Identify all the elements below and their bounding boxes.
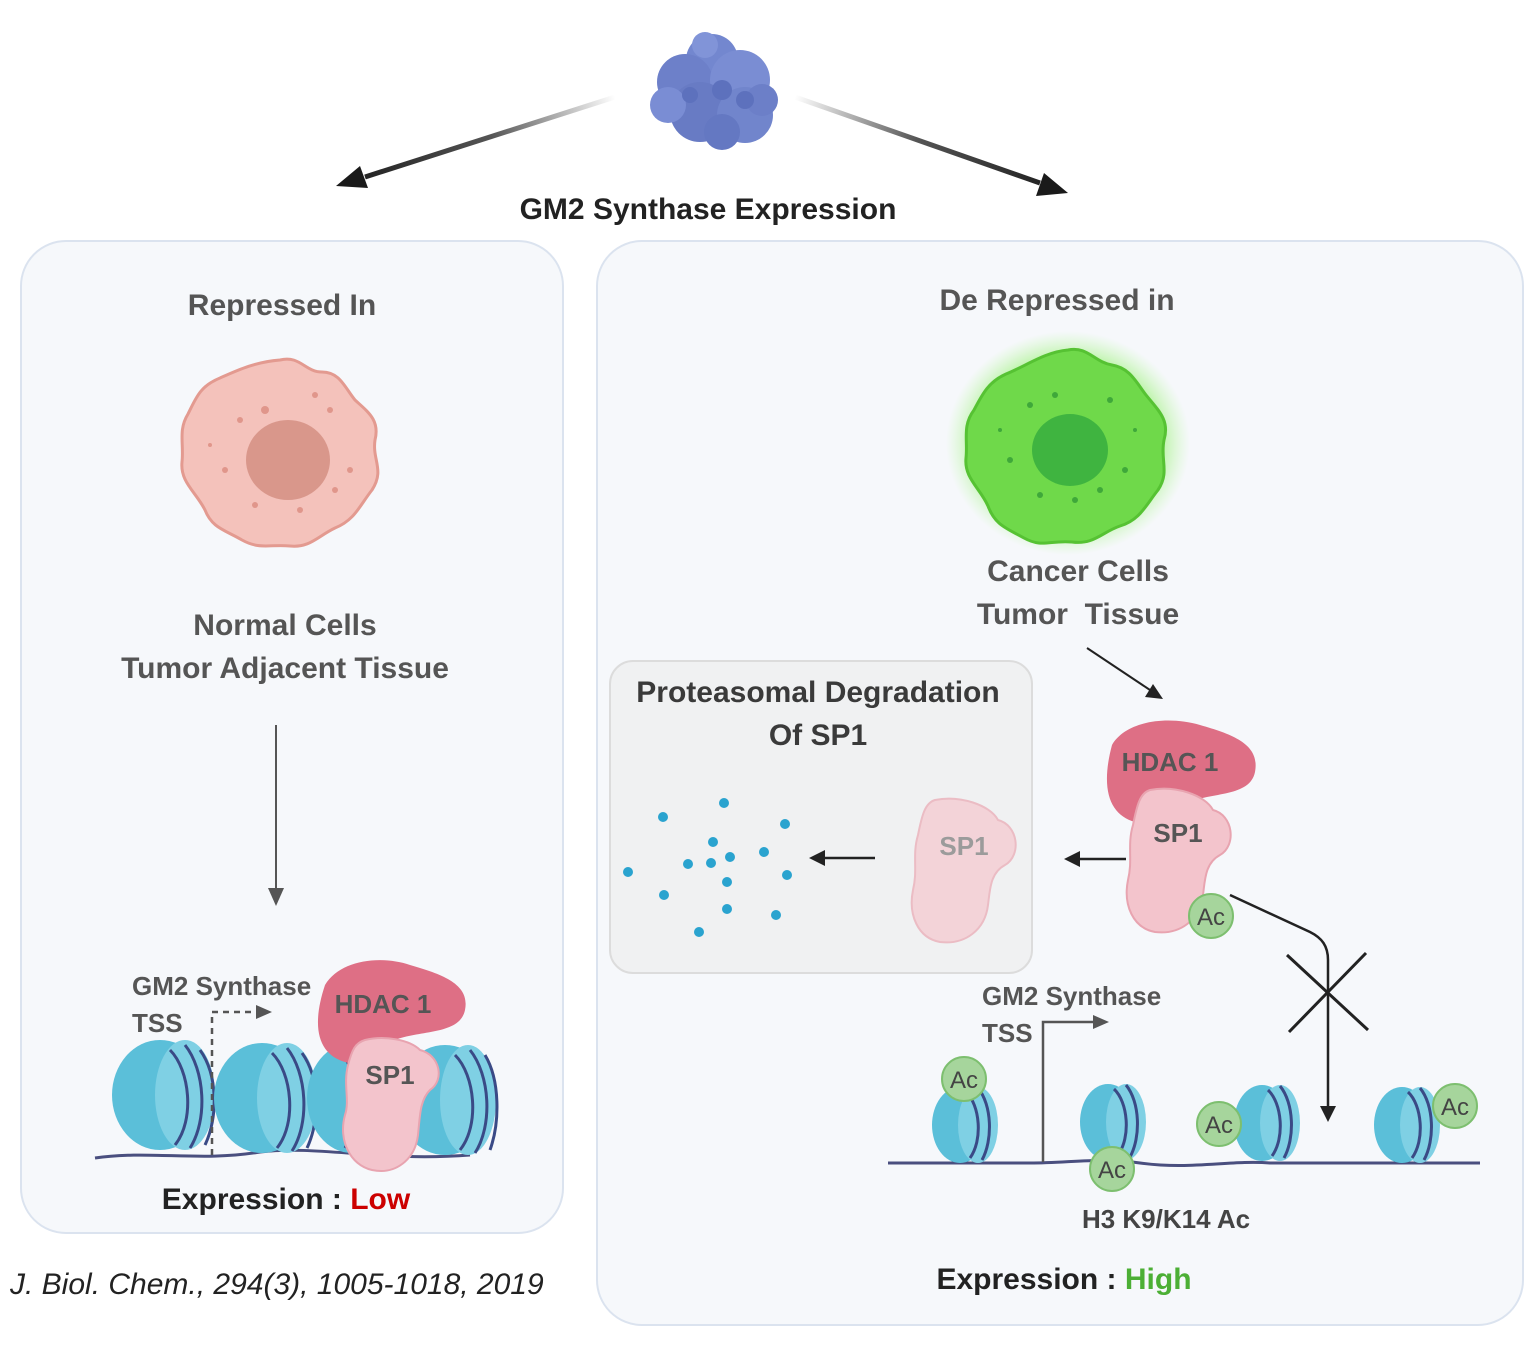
degradation-box-title: Proteasomal Degradation Of SP1 [636,672,999,757]
arrow-down-left [268,725,284,906]
right-cell-label-line1: Cancer Cells [987,555,1169,588]
citation: J. Biol. Chem., 294(3), 1005-1018, 2019 [10,1268,544,1301]
acetyl-label-1: Ac [950,1067,978,1094]
left-expression: Expression : Low [162,1185,410,1215]
right-tss-label: GM2 Synthase TSS [982,978,1161,1052]
acetyl-badge-4 [1432,1083,1478,1129]
left-hdac1-protein [317,960,466,1064]
left-tss-label: GM2 Synthase TSS [132,968,311,1042]
right-cell-label: Cancer Cells Tumor Tissue [977,551,1179,636]
left-nucleosome-1 [112,1040,216,1150]
degradation-title-line2: Of SP1 [768,718,868,752]
acetyl-badge-3 [1196,1101,1242,1147]
right-expression: Expression : High [936,1265,1191,1295]
left-nucleosome-2 [214,1043,318,1153]
left-cell-label-line2: Tumor Adjacent Tissue [121,651,449,685]
right-tss-arrow [1041,1015,1109,1162]
acetyl-label-sp1: Ac [1197,904,1225,931]
right-nucleosome-1 [932,1087,998,1163]
right-expression-prefix: Expression : [936,1263,1125,1296]
histone-mark-label: H3 K9/K14 Ac [1081,1204,1251,1234]
right-nucleosome-2 [1080,1084,1146,1160]
degrading-sp1-label: SP1 [939,831,988,861]
left-cell-label: Normal Cells Tumor Adjacent Tissue [121,605,449,690]
right-nucleosome-3 [1234,1085,1300,1161]
acetyl-label-3: Ac [1205,1112,1233,1139]
arrow-to-right-panel [794,94,1068,196]
left-cell-label-line1: Normal Cells [193,609,377,642]
left-tss-line2: TSS [132,1007,183,1038]
acetyl-badge-sp1 [1188,893,1234,939]
left-expression-prefix: Expression : [161,1183,351,1216]
degradation-title-line1: Proteasomal Degradation [636,676,1000,709]
right-tss-line1: GM2 Synthase [982,981,1162,1011]
diagram-title: GM2 Synthase Expression [519,193,897,226]
left-expression-value: Low [350,1183,411,1216]
right-hdac1-label: HDAC 1 [1122,747,1219,777]
arrow-to-degradation [809,850,875,866]
acetyl-badge-2 [1089,1146,1135,1192]
right-heading: De Repressed in [939,284,1175,317]
degraded-sp1-fragments [623,798,792,937]
blocked-recruitment-arrow [1229,893,1336,1122]
acetyl-badge-1 [941,1056,987,1102]
arrow-cancer-to-hdac [1086,647,1163,699]
gm2-synthase-protein-icon [650,32,778,150]
right-dna-strand [888,1158,1480,1168]
right-cell-label-line2: Tumor Tissue [976,597,1180,631]
right-sp1-label: SP1 [1153,818,1202,848]
sp1-degrading-protein [910,797,1017,944]
left-tss-line1: GM2 Synthase [132,971,312,1001]
acetyl-label-4: Ac [1441,1094,1469,1121]
left-sp1-protein [342,1037,440,1172]
left-tss-dashed-arrow [210,1005,272,1155]
right-tss-line2: TSS [982,1017,1033,1048]
left-sp1-label: SP1 [365,1060,414,1090]
block-x-icon [1285,951,1370,1034]
left-hdac1-label: HDAC 1 [335,989,432,1019]
arrow-to-left-panel [336,94,616,188]
acetyl-label-2: Ac [1098,1157,1126,1184]
arrow-sp1-release [1064,851,1126,867]
cancer-cell-icon [946,331,1190,555]
right-expression-value: High [1124,1263,1192,1296]
normal-cell-icon [180,357,380,548]
right-nucleosome-4 [1374,1087,1440,1163]
left-heading: Repressed In [187,289,377,322]
